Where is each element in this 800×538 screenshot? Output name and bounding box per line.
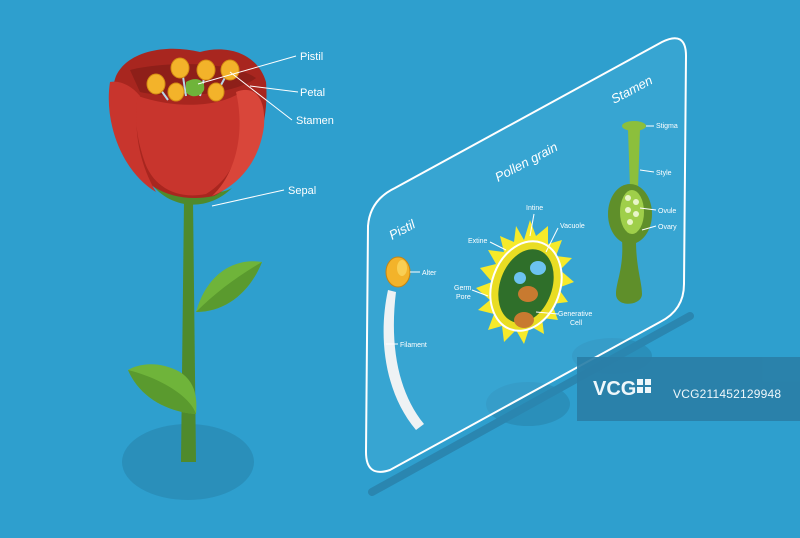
label-ovule: Ovule xyxy=(658,208,676,215)
vcg-logo-icon: VCG xyxy=(593,378,651,400)
alter-anther-highlight xyxy=(397,260,407,276)
label-style: Style xyxy=(656,170,672,177)
flower-leader-lines xyxy=(197,55,299,207)
sepal xyxy=(150,182,232,205)
panel-pollen-section: Pollen grain Intine Vacuole Extine Germ … xyxy=(454,139,592,344)
label-stamen: Stamen xyxy=(296,115,334,127)
label-pore: Pore xyxy=(456,294,471,301)
label-alter: Alter xyxy=(422,270,437,277)
label-pistil: Pistil xyxy=(300,51,323,63)
anther xyxy=(196,59,216,81)
anther xyxy=(146,73,166,95)
style xyxy=(628,130,640,188)
anther xyxy=(170,57,190,79)
ovary-cavity xyxy=(620,190,644,234)
label-intine: Intine xyxy=(526,205,543,212)
watermark-id: VCG211452129948 xyxy=(673,387,782,401)
panel-base xyxy=(368,312,694,496)
label-ovary: Ovary xyxy=(658,224,677,231)
pollen-leader-lines xyxy=(471,213,559,315)
germ-nucleus xyxy=(518,286,538,302)
label-vacuole: Vacuole xyxy=(560,223,585,230)
svg-text:VCG: VCG xyxy=(593,378,636,400)
panel-stamen-section: Stamen Stigma Style Ovule Ovary xyxy=(608,72,678,304)
stamen-leader-lines xyxy=(639,125,657,231)
petal-front xyxy=(136,94,242,196)
label-cell: Cell xyxy=(570,320,583,327)
anther xyxy=(207,82,225,102)
vacuole xyxy=(530,261,546,275)
upper-leaf-shade xyxy=(196,262,262,312)
vacuole-small xyxy=(514,272,526,284)
anther xyxy=(167,82,185,102)
lower-leaf-shade xyxy=(128,370,196,414)
label-stigma: Stigma xyxy=(656,123,678,130)
petal-right xyxy=(212,89,265,196)
watermark: VCG VCG211452129948 xyxy=(577,357,800,421)
label-sepal: Sepal xyxy=(288,185,316,197)
stem xyxy=(181,200,196,462)
label-germ: Germ xyxy=(454,285,472,292)
pedicel xyxy=(616,240,642,304)
generative-cell xyxy=(514,312,534,328)
petal-left xyxy=(108,81,156,192)
label-generative: Generative xyxy=(558,311,592,318)
stigma xyxy=(622,121,646,131)
rose-flower: Pistil Petal Stamen Sepal xyxy=(108,48,334,462)
ovules xyxy=(625,195,639,225)
label-filament: Filament xyxy=(400,342,427,349)
label-extine: Extine xyxy=(468,238,488,245)
filament xyxy=(383,290,424,430)
label-petal: Petal xyxy=(300,87,325,99)
